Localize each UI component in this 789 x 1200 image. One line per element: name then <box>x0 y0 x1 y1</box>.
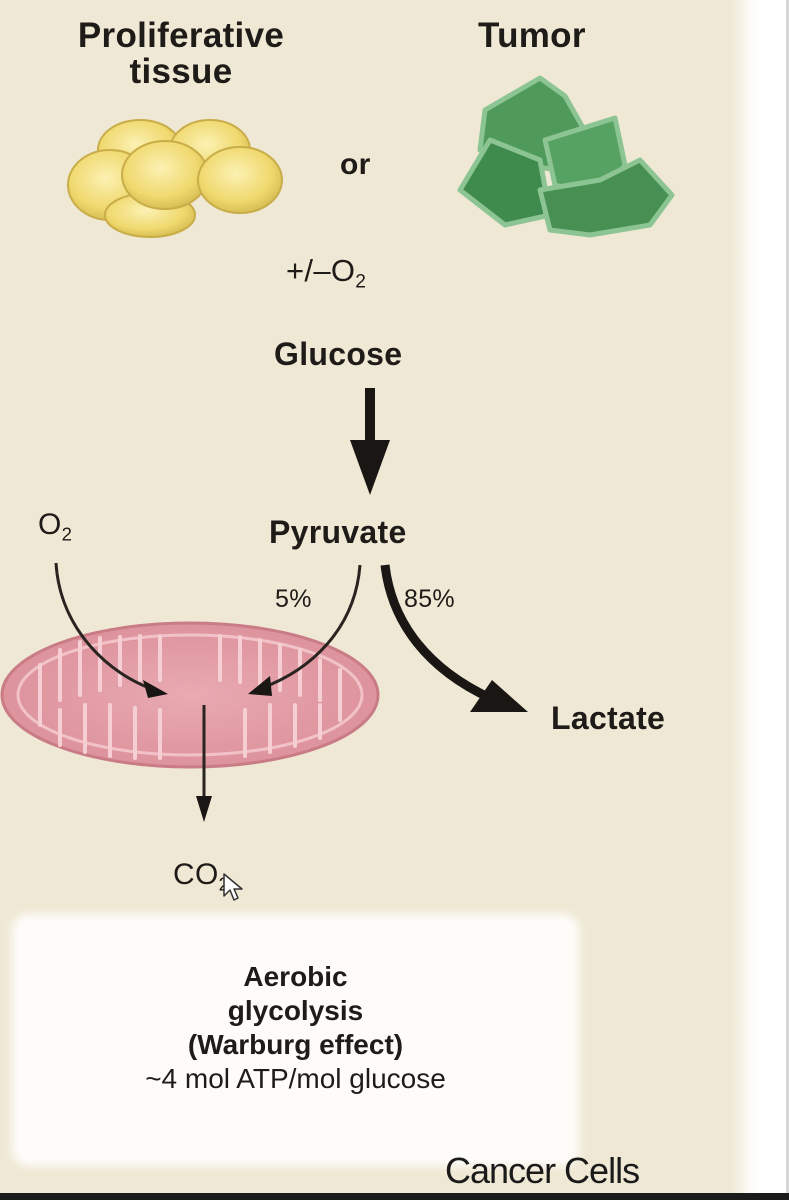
oxygen-text: O <box>38 508 62 541</box>
yellow-cell-cluster-icon <box>67 119 283 238</box>
or-label: or <box>340 148 371 181</box>
proliferative-tissue-label: Proliferative tissue <box>22 18 340 90</box>
caption-cancer-cells: Cancer Cells <box>445 1150 640 1191</box>
proliferative-line2: tissue <box>129 52 233 91</box>
glucose-label: Glucose <box>274 336 403 372</box>
summary-line-aerobic: Aerobic <box>243 961 348 992</box>
summary-line-glycolysis: glycolysis <box>227 995 364 1026</box>
percent-mitochondria-label: 5% <box>275 585 312 613</box>
tumor-label: Tumor <box>478 16 586 55</box>
oxygen-condition-subscript: 2 <box>355 271 367 293</box>
oxygen-to-mitochondrion-arrow <box>54 562 168 698</box>
pyruvate-label: Pyruvate <box>269 514 407 550</box>
mitochondrion-icon <box>0 621 380 769</box>
mitochondrion-to-co2-arrow <box>196 705 212 822</box>
oxygen-condition-text: +/–O <box>286 253 356 288</box>
bottom-border <box>0 1193 789 1200</box>
mouse-pointer-icon <box>223 873 243 901</box>
summary-text: Aerobic glycolysis (Warburg effect) ~4 m… <box>18 960 573 1096</box>
co2-label: CO2 <box>173 858 229 896</box>
panel-edge-fade <box>730 0 760 1200</box>
pyruvate-to-mitochondrion-arrow <box>248 564 362 696</box>
glucose-to-pyruvate-arrow <box>350 388 390 495</box>
summary-box: Aerobic glycolysis (Warburg effect) ~4 m… <box>18 920 573 1160</box>
oxygen-condition-label: +/–O2 <box>286 253 366 294</box>
green-tumor-cluster-icon <box>457 75 675 238</box>
co2-text: CO <box>173 858 219 891</box>
percent-lactate-label: 85% <box>404 585 455 613</box>
right-edge-line <box>786 0 789 1200</box>
summary-line-warburg: (Warburg effect) <box>187 1029 404 1060</box>
oxygen-subscript: 2 <box>61 523 73 545</box>
lactate-label: Lactate <box>551 700 666 736</box>
summary-line-atp-yield: ~4 mol ATP/mol glucose <box>145 1063 446 1094</box>
oxygen-label: O2 <box>38 508 72 546</box>
pyruvate-to-lactate-arrow <box>380 564 528 712</box>
proliferative-line1: Proliferative <box>77 16 285 55</box>
